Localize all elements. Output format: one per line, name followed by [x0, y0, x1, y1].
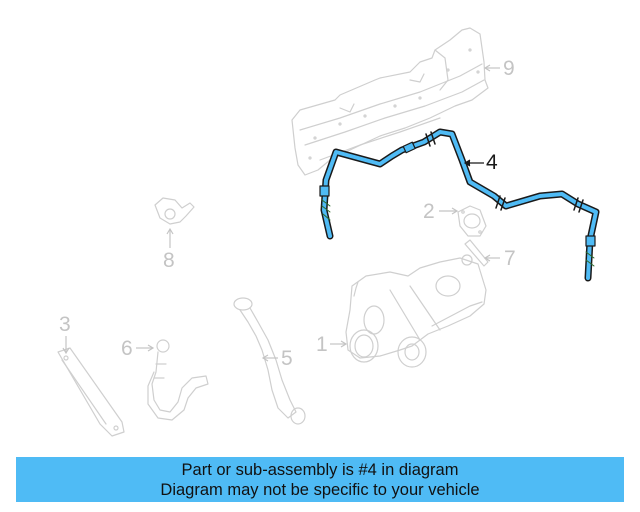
callout-2[interactable]: 2 — [423, 200, 435, 223]
callout-8[interactable]: 8 — [163, 249, 175, 272]
part-8-sensor[interactable] — [154, 197, 195, 225]
part-3-bracket[interactable] — [57, 347, 125, 437]
part-5-pipe[interactable] — [233, 297, 306, 425]
part-7-bolt[interactable] — [461, 239, 489, 267]
callout-7[interactable]: 7 — [504, 247, 516, 270]
banner-line-part-number: Part or sub-assembly is #4 in diagram — [181, 461, 459, 479]
callout-4[interactable]: 4 — [486, 151, 498, 174]
callout-5[interactable]: 5 — [281, 347, 293, 370]
banner-line-disclaimer: Diagram may not be specific to your vehi… — [160, 481, 480, 499]
callout-9[interactable]: 9 — [503, 57, 515, 80]
info-banner: Part or sub-assembly is #4 in diagram Di… — [16, 457, 624, 502]
callout-3[interactable]: 3 — [59, 313, 71, 336]
ghost-leaders — [62, 64, 500, 362]
part-2-gasket[interactable] — [457, 205, 487, 237]
part-6-hose[interactable] — [147, 339, 209, 421]
callout-6[interactable]: 6 — [121, 337, 133, 360]
part-4-line-highlighted[interactable] — [319, 128, 600, 282]
part-1-turbocharger[interactable] — [345, 257, 487, 368]
leader-4 — [463, 159, 484, 167]
callout-1[interactable]: 1 — [316, 333, 328, 356]
